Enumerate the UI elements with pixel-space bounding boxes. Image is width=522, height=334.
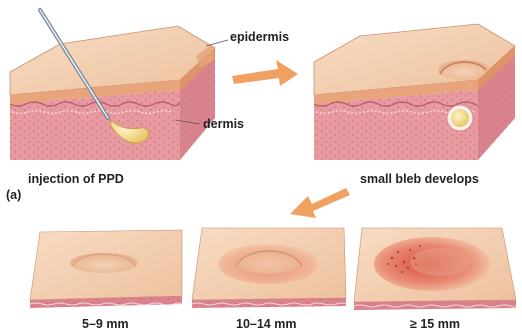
part-label: (a) xyxy=(6,189,21,202)
result-block-15mm-plus xyxy=(354,228,516,310)
result-label-5-9mm: 5–9 mm xyxy=(82,318,129,331)
bleb-caption: small bleb develops xyxy=(360,173,479,186)
result-label-15mm-plus: ≥ 15 mm xyxy=(410,318,460,331)
result-block-10-14mm xyxy=(192,228,346,308)
result-block-5-9mm xyxy=(30,230,182,308)
result-label-10-14mm: 10–14 mm xyxy=(236,318,296,331)
injection-caption: injection of PPD xyxy=(28,173,124,186)
dermis-label: dermis xyxy=(203,118,244,131)
process-arrow-icon xyxy=(290,188,350,218)
skin-block-injection xyxy=(10,10,215,160)
skin-block-bleb xyxy=(314,24,515,160)
epidermis-leader-line xyxy=(206,40,228,46)
process-arrow-icon xyxy=(232,60,298,86)
epidermis-label: epidermis xyxy=(230,31,289,44)
